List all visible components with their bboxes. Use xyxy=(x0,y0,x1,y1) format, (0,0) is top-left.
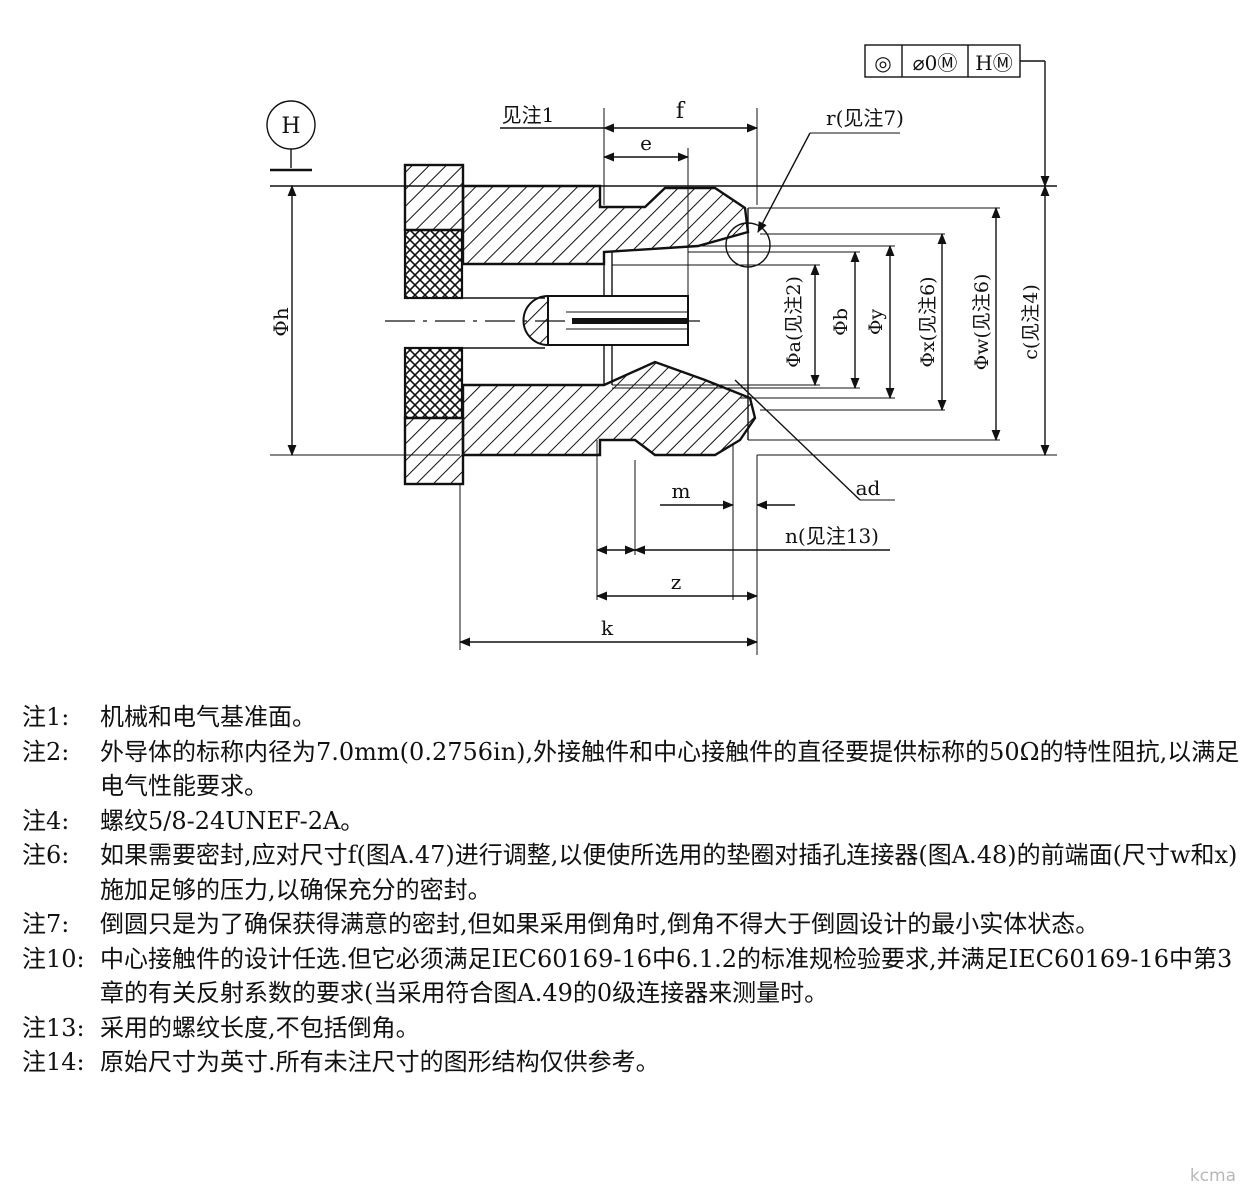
note-label: 注1: xyxy=(22,703,70,731)
note-13: 注13: 采用的螺纹长度,不包括倒角。 xyxy=(22,1011,1247,1046)
svg-text:HⓂ: HⓂ xyxy=(975,51,1012,75)
svg-text:见注1: 见注1 xyxy=(502,103,555,127)
notes-list: 注1: 机械和电气基准面。 注2: 外导体的标称内径为7.0mm(0.2756i… xyxy=(22,700,1247,1080)
bottom-dimensions: ad m n(见注13) z k xyxy=(458,379,895,655)
note-text: 采用的螺纹长度,不包括倒角。 xyxy=(100,1013,420,1042)
note-text: 如果需要密封,应对尺寸f(图A.47)进行调整,以便使所选用的垫圈对插孔连接器(… xyxy=(100,841,1238,904)
right-diameter-dimensions: Φa(见注2) Φb Φy Φx(见注6) Φw(见注6) c(见注4) xyxy=(612,184,1057,457)
svg-text:Φb: Φb xyxy=(830,308,852,336)
svg-text:k: k xyxy=(601,616,614,640)
dim-phi-h: Φh xyxy=(269,184,460,457)
note-14: 注14: 原始尺寸为英寸.所有未注尺寸的图形结构仅供参考。 xyxy=(22,1045,1247,1080)
svg-text:f: f xyxy=(676,99,686,124)
svg-text:Φa(见注2): Φa(见注2) xyxy=(783,276,805,368)
note-7: 注7: 倒圆只是为了确保获得满意的密封,但如果采用倒角时,倒角不得大于倒圆设计的… xyxy=(22,907,1247,942)
tolerance-frame: ◎ ⌀0Ⓜ HⓂ xyxy=(864,44,1050,188)
svg-text:n(见注13): n(见注13) xyxy=(785,524,879,548)
svg-text:◎: ◎ xyxy=(874,51,891,75)
note-label: 注2: xyxy=(22,737,70,766)
svg-text:⌀0Ⓜ: ⌀0Ⓜ xyxy=(913,51,958,75)
top-dimensions: 见注1 f e r(见注7) xyxy=(500,99,904,296)
note-text: 机械和电气基准面。 xyxy=(100,703,316,731)
svg-text:ad: ad xyxy=(856,476,881,500)
svg-text:z: z xyxy=(671,570,682,594)
svg-text:m: m xyxy=(672,479,691,503)
note-10: 注10: 中心接触件的设计任选.但它必须满足IEC60169-16中6.1.2的… xyxy=(22,942,1247,1011)
watermark: kcma xyxy=(1189,1166,1236,1186)
note-6: 注6: 如果需要密封,应对尺寸f(图A.47)进行调整,以便使所选用的垫圈对插孔… xyxy=(22,838,1247,907)
svg-text:Φw(见注6): Φw(见注6) xyxy=(971,274,993,371)
note-4: 注4: 螺纹5/8-24UNEF-2A。 xyxy=(22,804,1247,839)
note-2: 注2: 外导体的标称内径为7.0mm(0.2756in),外接触件和中心接触件的… xyxy=(22,735,1247,804)
note-text: 外导体的标称内径为7.0mm(0.2756in),外接触件和中心接触件的直径要提… xyxy=(100,737,1240,801)
note-text: 中心接触件的设计任选.但它必须满足IEC60169-16中6.1.2的标准规检验… xyxy=(100,944,1233,1008)
connector-section-drawing: H ◎ ⌀0Ⓜ HⓂ 见注1 f e r(见注7) Φh xyxy=(266,44,1057,655)
connector-body xyxy=(385,163,771,486)
svg-text:H: H xyxy=(281,114,300,139)
note-label: 注14: xyxy=(22,1048,85,1076)
note-label: 注7: xyxy=(22,910,70,938)
note-1: 注1: 机械和电气基准面。 xyxy=(22,700,1247,735)
svg-text:r(见注7): r(见注7) xyxy=(826,106,904,130)
note-text: 原始尺寸为英寸.所有未注尺寸的图形结构仅供参考。 xyxy=(100,1048,660,1076)
note-label: 注4: xyxy=(22,806,70,835)
note-label: 注13: xyxy=(22,1013,85,1042)
svg-text:c(见注4): c(见注4) xyxy=(1020,284,1042,360)
note-text: 倒圆只是为了确保获得满意的密封,但如果采用倒角时,倒角不得大于倒圆设计的最小实体… xyxy=(100,910,1100,938)
datum-h: H xyxy=(266,100,1057,187)
note-label: 注10: xyxy=(22,944,85,973)
note-text: 螺纹5/8-24UNEF-2A。 xyxy=(100,806,365,835)
svg-text:e: e xyxy=(640,131,652,155)
svg-text:Φy: Φy xyxy=(865,309,887,336)
svg-text:Φh: Φh xyxy=(269,307,293,336)
note-label: 注6: xyxy=(22,841,70,869)
svg-text:Φx(见注6): Φx(见注6) xyxy=(917,276,939,367)
